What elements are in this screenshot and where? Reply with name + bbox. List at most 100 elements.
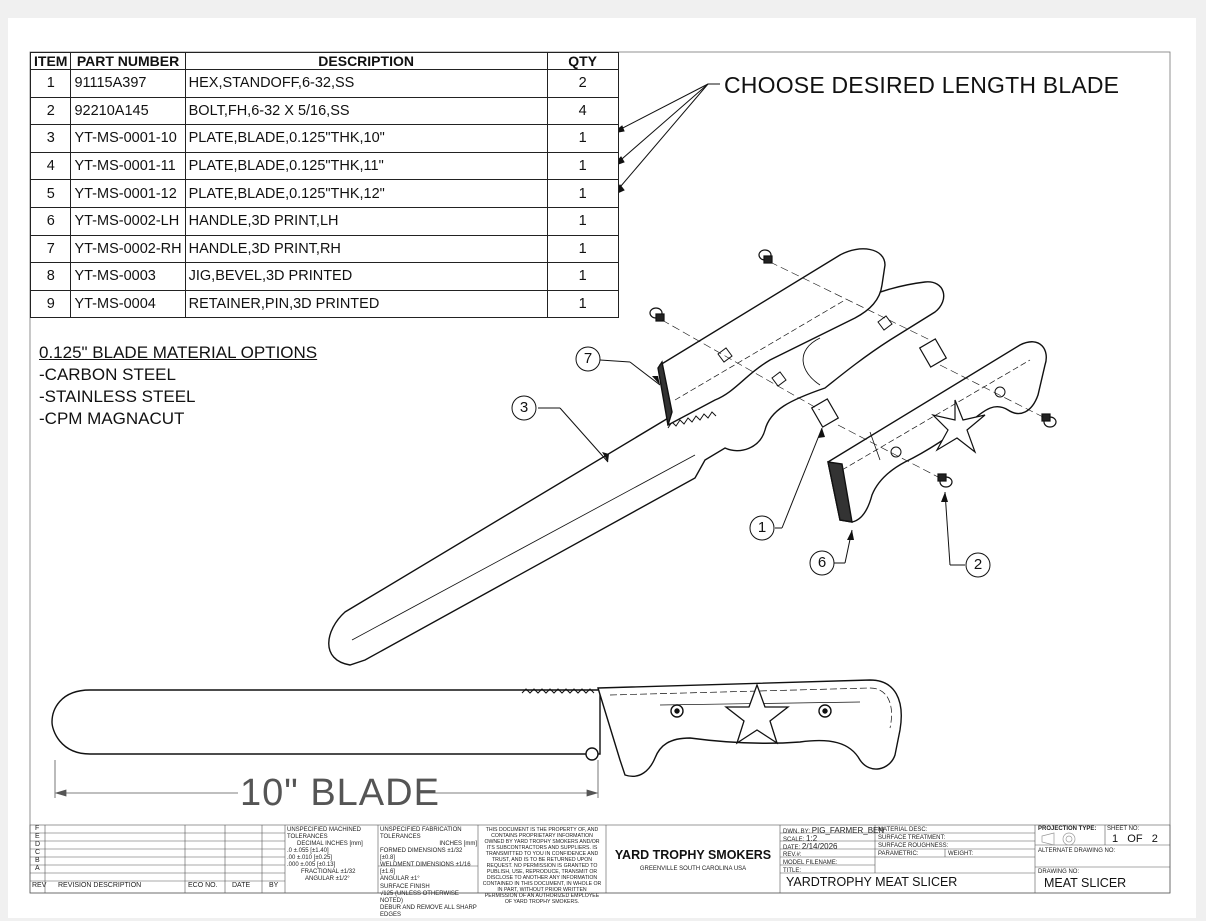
balloon-1: 1 xyxy=(757,519,767,536)
surface-roughness-label: SURFACE ROUGHNESS: xyxy=(878,843,949,849)
bom-part-number: YT-MS-0004 xyxy=(70,289,186,319)
rev-letter: D xyxy=(35,841,41,848)
bom-description: HEX,STANDOFF,6-32,SS xyxy=(184,69,548,98)
bom-part-number: YT-MS-0002-LH xyxy=(70,206,186,236)
date-value: 2/14/2026 xyxy=(801,842,838,851)
bom-header-description: DESCRIPTION xyxy=(184,52,548,70)
bom-part-number: YT-MS-0003 xyxy=(70,262,186,291)
surface-treatment-label: SURFACE TREATMENT: xyxy=(878,835,946,841)
material-options-heading: 0.125" BLADE MATERIAL OPTIONS xyxy=(39,343,318,362)
scale-label: SCALE: xyxy=(783,837,805,843)
tol-line: ANGULAR ±1° xyxy=(380,876,420,882)
rev-header-by: BY xyxy=(269,882,279,889)
bom-header-item: ITEM xyxy=(29,52,72,70)
handle-lh-exploded xyxy=(827,341,1047,523)
bom-qty: 1 xyxy=(546,151,619,181)
bom-part-number: 91115A397 xyxy=(70,69,186,98)
blade-dimension-label: 10" BLADE xyxy=(240,772,440,814)
tol-line: √125 (UNLESS OTHERWISE NOTED) xyxy=(380,891,459,904)
bom-item: 8 xyxy=(29,262,72,291)
bom-item: 1 xyxy=(29,69,72,98)
date-field: DATE: 2/14/2026 xyxy=(783,843,838,852)
proprietary-notice: THIS DOCUMENT IS THE PROPERTY OF, AND CO… xyxy=(482,827,602,905)
rev-letter: F xyxy=(35,825,40,832)
bom-item: 5 xyxy=(29,179,72,208)
bom-header-row: ITEM PART NUMBER DESCRIPTION QTY xyxy=(29,52,619,70)
rev-letter: B xyxy=(35,857,40,864)
tol-line: DECIMAL INCHES [mm] xyxy=(297,841,363,847)
bom-qty: 1 xyxy=(546,234,619,264)
bom-item: 7 xyxy=(29,234,72,264)
title-block-grid xyxy=(29,824,1171,894)
bom-part-number: 92210A145 xyxy=(70,96,186,126)
bom-description: PLATE,BLADE,0.125"THK,10" xyxy=(184,124,548,153)
weight-label: WEIGHT: xyxy=(948,851,973,857)
bom-item: 2 xyxy=(29,96,72,126)
material-option: -CPM MAGNACUT xyxy=(39,409,185,428)
rev-letter: A xyxy=(35,865,40,872)
tol-line: UNSPECIFIED FABRICATION TOLERANCES xyxy=(380,827,462,840)
rev-header-description: REVISION DESCRIPTION xyxy=(58,882,142,889)
alternate-drawing-label: ALTERNATE DRAWING NO: xyxy=(1038,848,1116,854)
rev-letter: C xyxy=(35,849,41,856)
bom-description: RETAINER,PIN,3D PRINTED xyxy=(184,289,548,319)
bom-description: JIG,BEVEL,3D PRINTED xyxy=(184,262,548,291)
bom-part-number: YT-MS-0001-11 xyxy=(70,151,186,181)
parametric-label: PARAMETRIC: xyxy=(878,851,919,857)
bom-description: HANDLE,3D PRINT,RH xyxy=(184,234,548,264)
bom-description: PLATE,BLADE,0.125"THK,12" xyxy=(184,179,548,208)
rev-header-date: DATE xyxy=(232,882,251,889)
tol-line: INCHES [mm] xyxy=(439,841,477,847)
handle-rh-exploded xyxy=(657,248,886,427)
bom-qty: 1 xyxy=(546,289,619,319)
balloon-arrowheads xyxy=(602,376,948,540)
balloon-2: 2 xyxy=(973,556,983,573)
assembled-knife-side-view xyxy=(51,679,902,777)
material-desc-label: MATERIAL DESC: xyxy=(878,827,928,833)
bom-header-qty: QTY xyxy=(546,52,619,70)
sheet-no-label: SHEET NO: xyxy=(1107,826,1140,832)
bom-item: 4 xyxy=(29,151,72,181)
bom-qty: 1 xyxy=(546,124,619,153)
rev-letter: E xyxy=(35,833,40,840)
bom-qty: 4 xyxy=(546,96,619,126)
tol-line: .0 ±.055 [±1.40] xyxy=(287,848,329,854)
bom-qty: 2 xyxy=(546,69,619,98)
tol-line: FORMED DIMENSIONS ±1/32 [±0.8] xyxy=(380,848,463,861)
bom-description: BOLT,FH,6-32 X 5/16,SS xyxy=(184,96,548,126)
scale-value: 1:2 xyxy=(806,834,818,843)
date-label: DATE: xyxy=(783,845,801,851)
drawn-by-label: DWN. BY: xyxy=(783,829,811,835)
bom-part-number: YT-MS-0002-RH xyxy=(70,234,186,264)
drawn-by-value: PIG_FARMER_BEN xyxy=(811,826,885,835)
model-filename-field: MODEL FILENAME: xyxy=(783,860,838,866)
balloon-3: 3 xyxy=(519,399,529,416)
balloon-circles xyxy=(511,346,991,578)
material-option: -CARBON STEEL xyxy=(39,365,176,384)
blade-length-dimension xyxy=(54,760,599,798)
bom-qty: 1 xyxy=(546,262,619,291)
tol-line: .000 ±.005 [±0.13] xyxy=(287,862,336,868)
bom-item: 3 xyxy=(29,124,72,153)
machined-tolerances: UNSPECIFIED MACHINED TOLERANCES DECIMAL … xyxy=(287,827,377,883)
tol-line: ANGULAR ±1/2° xyxy=(305,876,350,882)
drawn-by-field: DWN. BY: PIG_FARMER_BEN xyxy=(783,827,884,836)
tol-line: FRACTIONAL ±1/32 xyxy=(301,869,356,875)
tol-line: .00 ±.010 [±0.25] xyxy=(287,855,332,861)
bom-qty: 1 xyxy=(546,206,619,236)
bom-header-part-number: PART NUMBER xyxy=(70,52,186,70)
rev-header-rev: REV xyxy=(32,882,47,889)
choose-blade-note: CHOOSE DESIRED LENGTH BLADE xyxy=(724,72,1120,98)
bom-item: 9 xyxy=(29,289,72,319)
company-location: GREENVILLE SOUTH CAROLINA USA xyxy=(639,866,747,872)
title-label: TITLE: xyxy=(783,868,802,874)
projection-type-label: PROJECTION TYPE: xyxy=(1038,826,1097,832)
